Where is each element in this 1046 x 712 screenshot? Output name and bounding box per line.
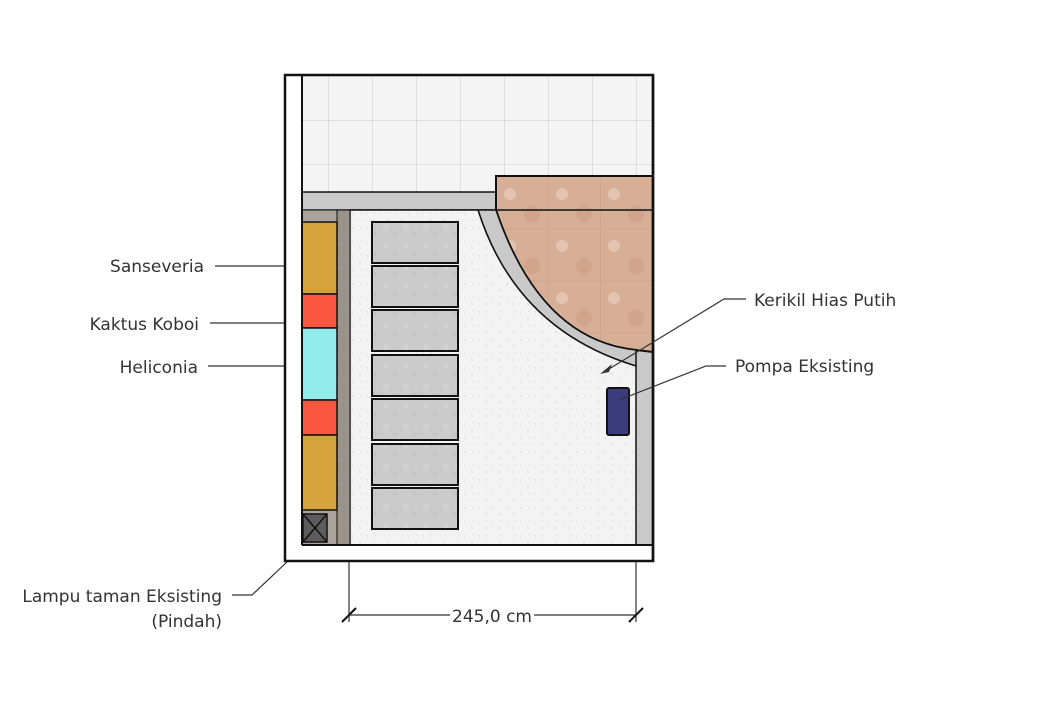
concrete-right-edge bbox=[636, 340, 653, 545]
arrow-head-icon bbox=[600, 364, 612, 374]
leader-pompa-eksisting bbox=[618, 365, 726, 401]
stepping-stone bbox=[371, 487, 459, 530]
stepping-stones bbox=[371, 221, 459, 530]
plant-kaktus-koboi-top bbox=[301, 293, 338, 329]
stepping-stone bbox=[371, 354, 459, 397]
planter-soil bbox=[336, 209, 351, 546]
plant-kaktus-koboi-bottom bbox=[301, 399, 338, 436]
stepping-stone bbox=[371, 398, 459, 441]
tiled-floor bbox=[302, 76, 653, 194]
stepping-stone bbox=[371, 221, 459, 264]
stepping-stone bbox=[371, 309, 459, 352]
label-kerikil-hias-putih: Kerikil Hias Putih bbox=[754, 291, 896, 311]
pump-box-icon bbox=[606, 387, 630, 436]
dimension-label: 245,0 cm bbox=[452, 607, 532, 627]
leader-kerikil-hias-putih bbox=[603, 298, 746, 373]
label-lampu-taman-line1: Lampu taman Eksisting bbox=[22, 587, 222, 607]
label-lampu-taman-line2: (Pindah) bbox=[151, 612, 222, 632]
label-pompa-eksisting: Pompa Eksisting bbox=[735, 357, 874, 377]
label-kaktus-koboi: Kaktus Koboi bbox=[90, 315, 199, 335]
plant-sanseveria-bottom bbox=[301, 434, 338, 511]
stepping-stone bbox=[371, 443, 459, 486]
plant-heliconia bbox=[301, 327, 338, 401]
lamp-cross-box-icon bbox=[302, 513, 328, 543]
plant-sanseveria-top bbox=[301, 221, 338, 295]
stepping-stone bbox=[371, 265, 459, 308]
label-sanseveria: Sanseveria bbox=[110, 257, 204, 277]
label-heliconia: Heliconia bbox=[120, 358, 198, 378]
dimension-line bbox=[341, 562, 644, 623]
leader-lampu-taman bbox=[232, 561, 288, 596]
